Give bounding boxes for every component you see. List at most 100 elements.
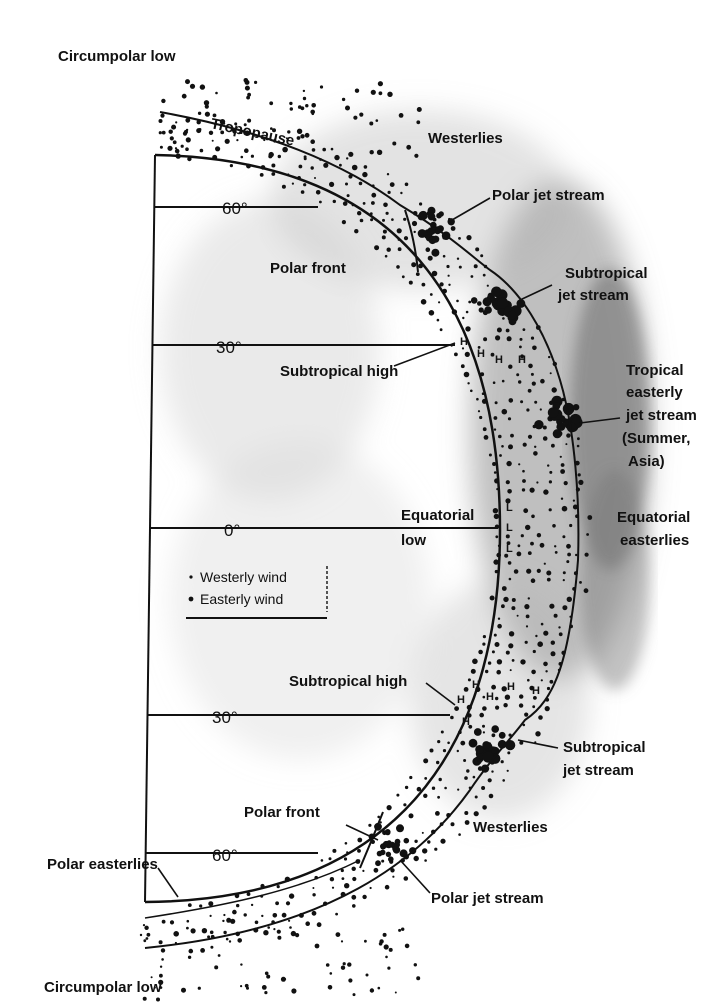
wind-dot: [540, 543, 545, 548]
wind-dot: [506, 534, 510, 538]
high-mark: H: [462, 716, 470, 728]
wind-dot: [526, 615, 530, 619]
wind-dot: [362, 895, 366, 899]
wind-dot: [495, 401, 498, 404]
wind-dot: [528, 551, 532, 555]
legend-westerly-dot: [189, 575, 192, 578]
wind-dot: [473, 776, 476, 779]
wind-dot: [140, 934, 142, 936]
label-tropopause: Tropopause: [209, 115, 296, 149]
wind-dot: [303, 183, 306, 186]
wind-dot: [404, 838, 410, 844]
wind-dot: [432, 236, 439, 243]
wind-dot: [170, 136, 174, 140]
label-polar-jet-top: Polar jet stream: [492, 187, 605, 204]
wind-dot: [159, 940, 163, 944]
wind-dot: [451, 226, 456, 231]
wind-dot: [298, 105, 302, 109]
wind-dot: [573, 500, 575, 502]
wind-dot: [383, 230, 387, 234]
wind-dot: [370, 150, 374, 154]
wind-dot: [536, 481, 538, 483]
wind-dot: [229, 940, 231, 942]
wind-dot: [541, 623, 544, 626]
wind-dot: [508, 643, 513, 648]
wind-dot: [143, 997, 147, 1001]
wind-dot: [161, 948, 165, 952]
wind-dot: [175, 121, 177, 123]
wind-dot: [317, 922, 322, 927]
wind-dot: [460, 741, 465, 746]
wind-dot: [524, 604, 529, 609]
wind-dot: [443, 749, 446, 752]
wind-dot: [526, 408, 529, 411]
wind-dot: [198, 112, 201, 115]
wind-dot: [251, 904, 253, 906]
legend-westerly-label: Westerly wind: [200, 569, 287, 585]
wind-dot: [522, 488, 525, 491]
wind-dot: [502, 779, 505, 782]
wind-dot: [271, 164, 275, 168]
wind-dot: [186, 927, 189, 930]
wind-dot: [555, 551, 558, 554]
lat-label-s60: 60°: [212, 846, 238, 865]
wind-dot: [437, 319, 440, 322]
wind-dot: [297, 129, 302, 134]
low-mark: L: [506, 502, 513, 514]
wind-dot: [277, 936, 281, 940]
wind-dot: [547, 687, 550, 690]
wind-dot: [387, 92, 392, 97]
wind-dot: [146, 937, 149, 940]
wind-dot: [560, 456, 562, 458]
wind-dot: [435, 811, 440, 816]
wind-dot: [357, 211, 361, 215]
wind-dot: [266, 975, 270, 979]
wind-dot: [351, 895, 356, 900]
wind-dot: [289, 926, 292, 929]
wind-dot: [339, 164, 342, 167]
wind-dot: [326, 963, 330, 967]
wind-dot: [501, 604, 505, 608]
wind-dot: [377, 816, 380, 819]
wind-dot: [346, 157, 348, 159]
wind-dot: [352, 867, 356, 871]
wind-dot: [520, 338, 523, 341]
wind-dot: [418, 229, 427, 238]
wind-dot: [320, 85, 323, 88]
wind-dot: [499, 454, 502, 457]
wind-dot: [383, 203, 388, 208]
wind-dot: [541, 679, 543, 681]
wind-dot: [430, 293, 433, 296]
wind-dot: [342, 98, 345, 101]
wind-dot: [301, 190, 305, 194]
wind-dot: [512, 659, 515, 662]
wind-dot: [329, 857, 332, 860]
label-equatorial-low-2: low: [401, 532, 426, 549]
wind-dot: [543, 436, 548, 441]
wind-dot: [368, 824, 371, 827]
wind-dot: [469, 739, 478, 748]
wind-dot: [345, 106, 350, 111]
wind-dot: [304, 157, 307, 160]
wind-dot: [533, 451, 538, 456]
wind-dot: [498, 435, 502, 439]
wind-dot: [147, 933, 151, 937]
wind-dot: [534, 401, 537, 404]
wind-dot: [291, 988, 296, 993]
wind-dot: [472, 659, 478, 665]
wind-dot: [189, 949, 194, 954]
wind-dot: [505, 695, 510, 700]
label-polar-jet-bottom: Polar jet stream: [431, 890, 544, 907]
wind-dot: [186, 129, 188, 131]
wind-dot: [312, 148, 316, 152]
wind-dot: [403, 803, 406, 806]
wind-dot: [526, 569, 531, 574]
wind-dot: [240, 963, 242, 965]
wind-dot: [543, 662, 548, 667]
wind-dot: [333, 200, 336, 203]
wind-dot: [464, 811, 468, 815]
wind-dot: [531, 373, 534, 376]
wind-dot: [436, 761, 439, 764]
wind-dot: [409, 813, 414, 818]
